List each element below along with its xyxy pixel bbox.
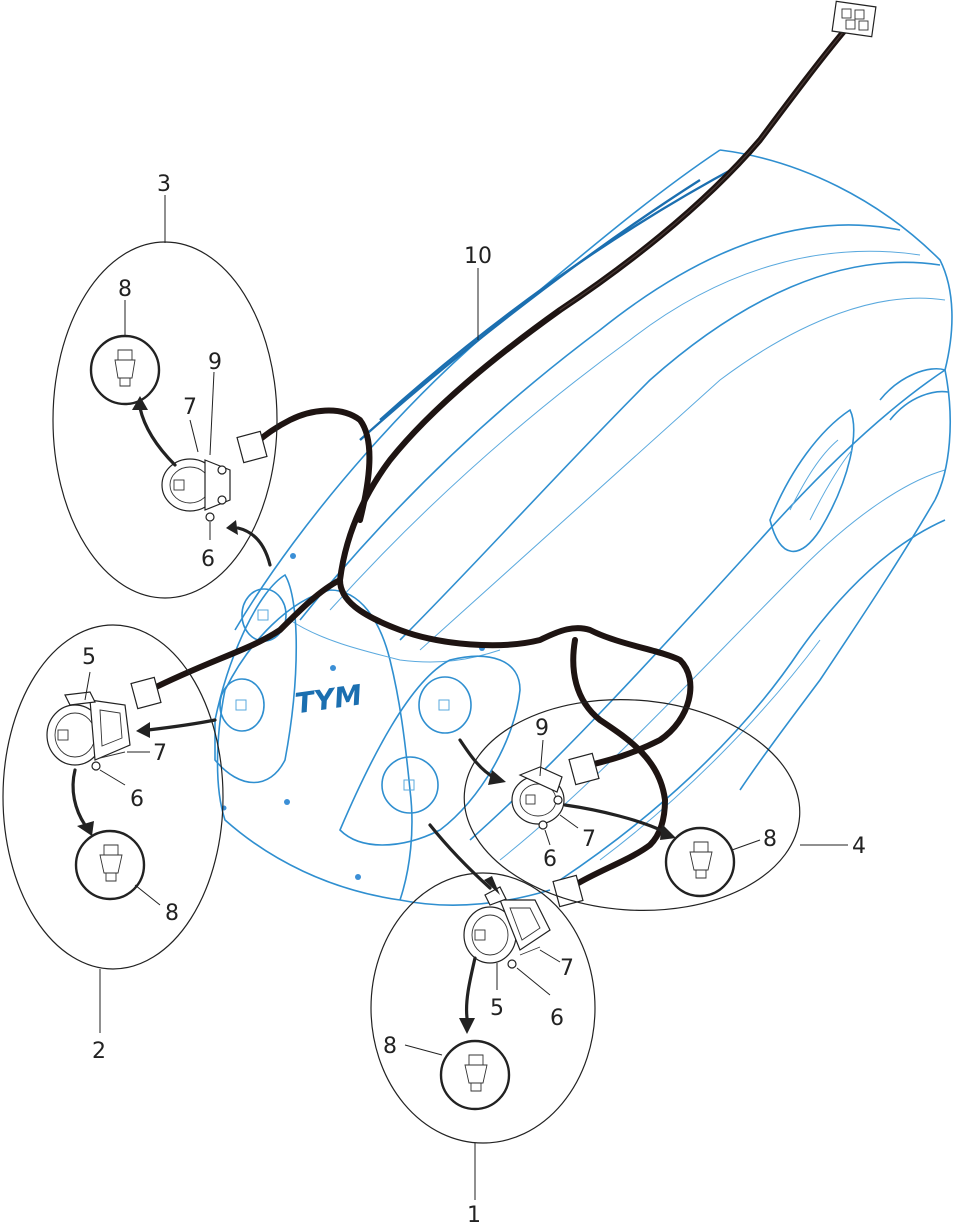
headlamp-assembly-icon xyxy=(161,458,231,512)
nut-icon xyxy=(507,959,517,969)
wiring-harness xyxy=(130,0,877,908)
callout-group-4: 4 9 7 6 8 xyxy=(458,699,866,911)
bulb-icon xyxy=(664,826,736,898)
tractor-hood: TYM xyxy=(214,149,953,906)
headlamp-assembly-icon xyxy=(463,886,551,964)
headlamp-assembly-icon xyxy=(511,766,565,825)
connector-icon xyxy=(130,676,162,710)
part-label-7-g3: 7 xyxy=(183,395,197,420)
part-label-9-g3: 9 xyxy=(208,350,222,375)
bulb-icon xyxy=(74,829,146,901)
group-label-3: 3 xyxy=(157,172,171,197)
bulb-icon xyxy=(439,1039,511,1111)
part-label-7-g2: 7 xyxy=(153,741,167,766)
bulb-icon xyxy=(89,334,161,406)
part-label-7-g1: 7 xyxy=(560,956,574,981)
nut-icon xyxy=(91,761,101,771)
group-label-2: 2 xyxy=(92,1039,106,1064)
callout-group-3: 3 8 9 7 6 xyxy=(52,172,278,599)
part-label-9-g4: 9 xyxy=(535,716,549,741)
part-label-6-g2: 6 xyxy=(130,787,144,812)
part-label-6-g4: 6 xyxy=(543,847,557,872)
nut-icon xyxy=(538,820,548,830)
part-label-10: 10 xyxy=(464,244,492,269)
part-label-8-g1: 8 xyxy=(383,1034,397,1059)
part-label-6-g3: 6 xyxy=(201,547,215,572)
part-label-5-g2: 5 xyxy=(82,645,96,670)
group-label-4: 4 xyxy=(852,834,866,859)
connector-icon xyxy=(552,874,584,908)
part-label-8-g2: 8 xyxy=(165,901,179,926)
tym-logo: TYM xyxy=(293,678,364,720)
harness-callout-10: 10 xyxy=(464,244,492,340)
part-label-5-g1: 5 xyxy=(490,996,504,1021)
callout-group-1: 1 5 7 6 8 xyxy=(370,823,596,1228)
connector-icon xyxy=(236,430,268,464)
part-label-6-g1: 6 xyxy=(550,1006,564,1031)
nut-icon xyxy=(205,512,215,522)
callout-group-2: 2 5 7 6 8 xyxy=(2,624,224,1064)
group-label-1: 1 xyxy=(467,1203,481,1228)
connector-icon xyxy=(568,752,600,786)
headlamp-assembly-icon xyxy=(46,691,131,766)
part-label-7-g4: 7 xyxy=(582,827,596,852)
part-label-8-g3: 8 xyxy=(118,277,132,302)
main-connector-icon xyxy=(831,0,877,38)
part-label-8-g4: 8 xyxy=(763,827,777,852)
